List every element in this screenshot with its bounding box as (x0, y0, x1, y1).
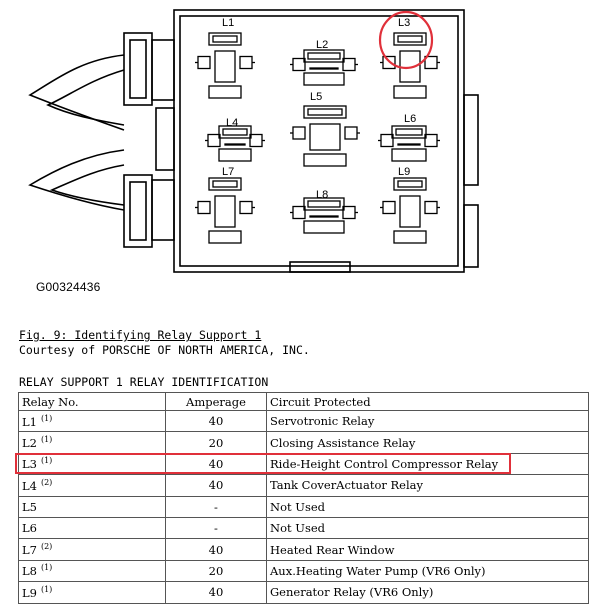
circuit-cell: Servotronic Relay (266, 409, 589, 433)
footnote-marker: (2) (40, 477, 53, 487)
circuit-cell: Tank CoverActuator Relay (266, 474, 589, 497)
table-row: L5 -Not Used (18, 495, 589, 518)
relay-number: L7 (22, 543, 37, 558)
relay-number: L2 (22, 436, 37, 451)
column-header: Circuit Protected (266, 392, 589, 411)
connector-block (123, 174, 153, 248)
relay-slot (380, 32, 440, 99)
highlight-circle (378, 10, 434, 70)
circuit-cell: Generator Relay (VR6 Only) (266, 581, 589, 604)
caption-courtesy: Courtesy of PORSCHE OF NORTH AMERICA, IN… (19, 343, 310, 357)
column-header: Relay No. (18, 392, 166, 411)
relay-slot (195, 32, 255, 99)
relay-number-cell: L6 (18, 516, 166, 540)
harness-wire (28, 54, 125, 131)
relay-label: L2 (316, 39, 328, 51)
relay-slot (290, 49, 358, 86)
relay-label: L4 (226, 117, 238, 129)
footnote-marker: (1) (40, 456, 53, 466)
relay-slots (195, 32, 440, 244)
table-heading: RELAY SUPPORT 1 RELAY IDENTIFICATION (19, 375, 269, 389)
amperage-cell: 40 (165, 538, 267, 561)
amperage-cell: - (165, 495, 267, 518)
amperage-cell: 20 (165, 559, 267, 583)
amperage-cell: 20 (165, 431, 267, 454)
circuit-cell: Closing Assistance Relay (266, 431, 589, 454)
footnote-marker: (2) (40, 542, 53, 552)
relay-number-cell: L9(1) (18, 581, 166, 604)
amperage-cell: 40 (165, 409, 267, 433)
caption-title: Fig. 9: Identifying Relay Support 1 (19, 328, 262, 342)
relay-label: L6 (404, 113, 416, 125)
circuit-cell: Heated Rear Window (266, 538, 589, 561)
footnote-marker: (1) (40, 413, 53, 423)
relay-number-cell: L7(2) (18, 538, 166, 561)
relay-number-cell: L8(1) (18, 559, 166, 583)
amperage-cell: 40 (165, 581, 267, 604)
circuit-cell: Ride-Height Control Compressor Relay (266, 452, 589, 476)
amperage-cell: 40 (165, 474, 267, 497)
footnote-marker: (1) (40, 563, 53, 573)
footnote-marker: (1) (40, 435, 53, 445)
relay-slot (290, 105, 360, 167)
relay-number-cell: L2(1) (18, 431, 166, 454)
relay-number-cell: L4(2) (18, 474, 166, 497)
footnote-marker: (1) (40, 584, 53, 594)
relay-number: L8 (22, 564, 37, 579)
figure-caption: Fig. 9: Identifying Relay Support 1 Cour… (19, 328, 310, 358)
table-header-row: Relay No. Amperage Circuit Protected (18, 392, 589, 411)
relay-number-cell: L5 (18, 495, 166, 518)
column-header: Amperage (165, 392, 267, 411)
relay-number: L9 (22, 585, 37, 600)
relay-label: L1 (222, 17, 234, 29)
harness-wire (49, 164, 125, 206)
relay-label: L7 (222, 166, 234, 178)
table-row: L6 -Not Used (18, 516, 589, 540)
relay-label: L9 (398, 166, 410, 178)
amperage-cell: - (165, 516, 267, 540)
relay-slot (290, 197, 358, 234)
harness-wire (46, 69, 125, 126)
relay-label: L5 (310, 91, 322, 103)
relay-label: L3 (398, 17, 410, 29)
relay-number: L5 (22, 499, 37, 514)
relay-slot (195, 177, 255, 244)
circuit-cell: Not Used (266, 495, 589, 518)
relay-number: L3 (22, 457, 37, 472)
circuit-cell: Aux.Heating Water Pump (VR6 Only) (266, 559, 589, 583)
row-highlight-box (15, 453, 511, 474)
relay-slot (380, 177, 440, 244)
circuit-cell: Not Used (266, 516, 589, 540)
figure-id: G00324436 (36, 280, 101, 294)
relay-number-cell: L1(1) (18, 409, 166, 433)
relay-number: L6 (22, 521, 37, 536)
relay-slot (205, 125, 265, 162)
relay-slot (378, 125, 440, 162)
relay-label: L8 (316, 189, 328, 201)
relay-number: L1 (22, 414, 37, 429)
connector-block (123, 32, 153, 106)
relay-number: L4 (22, 478, 37, 493)
harness-wire (28, 149, 125, 211)
relay-table: Relay No. Amperage Circuit Protected L1(… (18, 392, 589, 604)
